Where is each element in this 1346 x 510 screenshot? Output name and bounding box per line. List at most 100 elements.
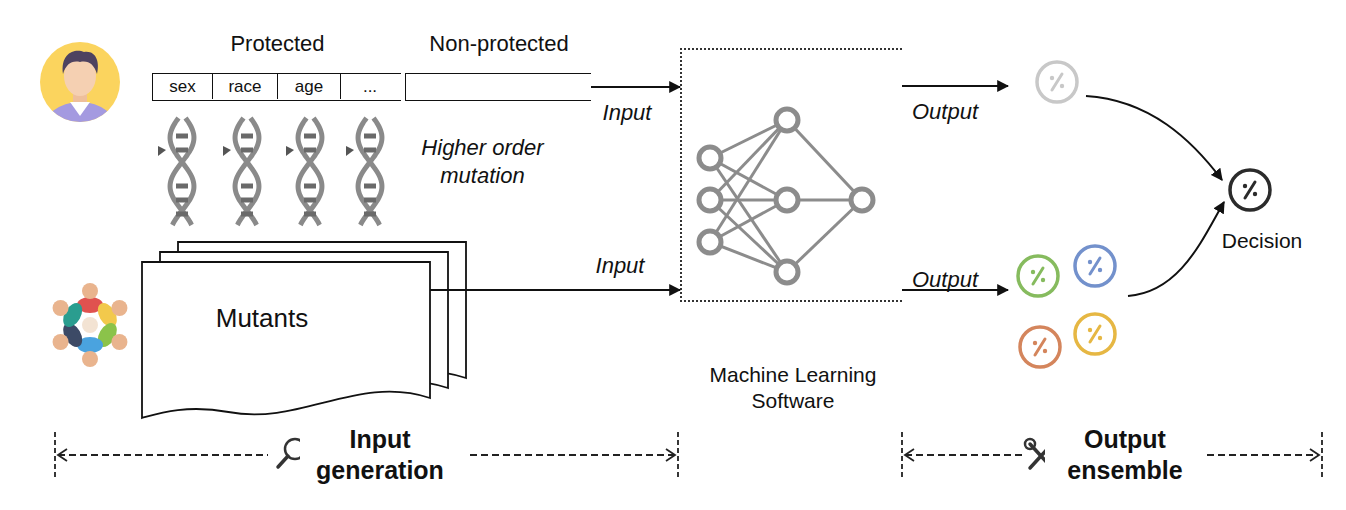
document-stack: Mutants [142,262,430,420]
document-page [142,262,430,418]
dna-strand [235,118,259,225]
output-symbol [1033,341,1037,345]
output-ring [1075,246,1115,286]
dna-rung [176,134,188,139]
person-head [111,334,127,350]
mutation-note: Higher order mutation [400,134,565,189]
dna-strand [358,118,382,225]
person-head [53,300,69,316]
attribute-box: Non-protected [405,73,591,101]
dna-rung [241,148,253,153]
attribute-cell: age [278,74,341,99]
bracket-line [1196,454,1319,456]
output-symbol [1050,76,1054,80]
cell-text: age [295,76,323,97]
output-symbol [1031,270,1035,274]
dna-rung [304,212,316,217]
neural-network [699,109,873,283]
input-arrow [591,86,680,88]
output-symbol [1098,336,1102,340]
output-circle [1018,256,1058,296]
dna-rung [176,212,188,217]
person-hair [63,51,98,74]
network-neuron [699,231,721,253]
model-box: Machine Learning Software [680,48,902,302]
dna-rung [364,212,376,217]
bracket-end [1321,432,1323,478]
dna-rung [364,134,376,139]
dna-marker [158,146,166,156]
decision-outline [1228,168,1272,212]
bracket-arrow [666,449,675,461]
dna-marker [286,146,294,156]
dna-icon [223,118,259,225]
dna-rung [241,212,253,217]
output-circle [1075,314,1115,354]
dna-icon [286,118,322,225]
output-ring [1037,62,1077,102]
output-ring [1020,327,1060,367]
group-center [82,317,98,333]
network-neuron [699,147,721,169]
merge-arrow [1128,202,1224,296]
output-symbol [1043,349,1047,353]
bracket-end [677,432,679,478]
person-shirt [42,102,118,162]
dna-rung [304,198,316,203]
dna-rung [241,198,253,203]
output-symbol [1098,268,1102,272]
person-head [53,334,69,350]
decision-circle: Decision [1228,168,1272,212]
attribute-band: Protectedsexraceage... [152,73,401,101]
bracket-line [58,454,268,456]
dna-rung [304,184,316,189]
person-head [111,300,127,316]
network-neuron [851,189,873,211]
dna-rung [176,148,188,153]
dna-marker [223,146,231,156]
output-symbol [1088,260,1092,264]
dna-rung [364,148,376,153]
node-text: Non-protected [396,30,602,58]
cell-text: race [228,76,261,97]
dna-rung [176,198,188,203]
output-circle [1075,246,1115,286]
dna-icon [158,118,194,225]
cell-text: ... [363,76,377,97]
node-text: Mutants [182,302,342,335]
dna-rung [241,134,253,139]
input-arrow [430,289,680,291]
attribute-cell: race [213,74,278,99]
network-link [710,120,787,242]
network-link [787,200,862,272]
bracket-arrow [1310,449,1319,461]
output-label: Output [905,266,985,294]
merge-arrow [1086,96,1222,180]
attribute-cell: ... [341,74,399,99]
attribute-cell: sex [153,74,213,99]
bracket-end [901,432,903,478]
dna-rung [304,148,316,153]
bracket-line [905,454,1022,456]
node-text: Machine Learning Software [682,362,904,415]
dna-rung [241,184,253,189]
cell-text: sex [169,76,195,97]
network-link [710,158,787,272]
bracket-end [54,432,56,478]
dna-strand [298,118,322,225]
node-text: Decision [1200,228,1324,254]
output-symbol [1243,184,1247,188]
magnifier-handle [278,456,288,467]
person-head [82,351,98,367]
output-symbol [1060,84,1064,88]
phase-label: Input generation [300,424,460,487]
dna-icon [346,118,382,225]
dna-strand [298,118,322,225]
output-arrow [902,85,1008,87]
network-neuron [699,189,721,211]
person-head [82,283,98,299]
dna-strand [235,118,259,225]
edge-label: Input [587,99,667,127]
decision-ring [1230,170,1270,210]
